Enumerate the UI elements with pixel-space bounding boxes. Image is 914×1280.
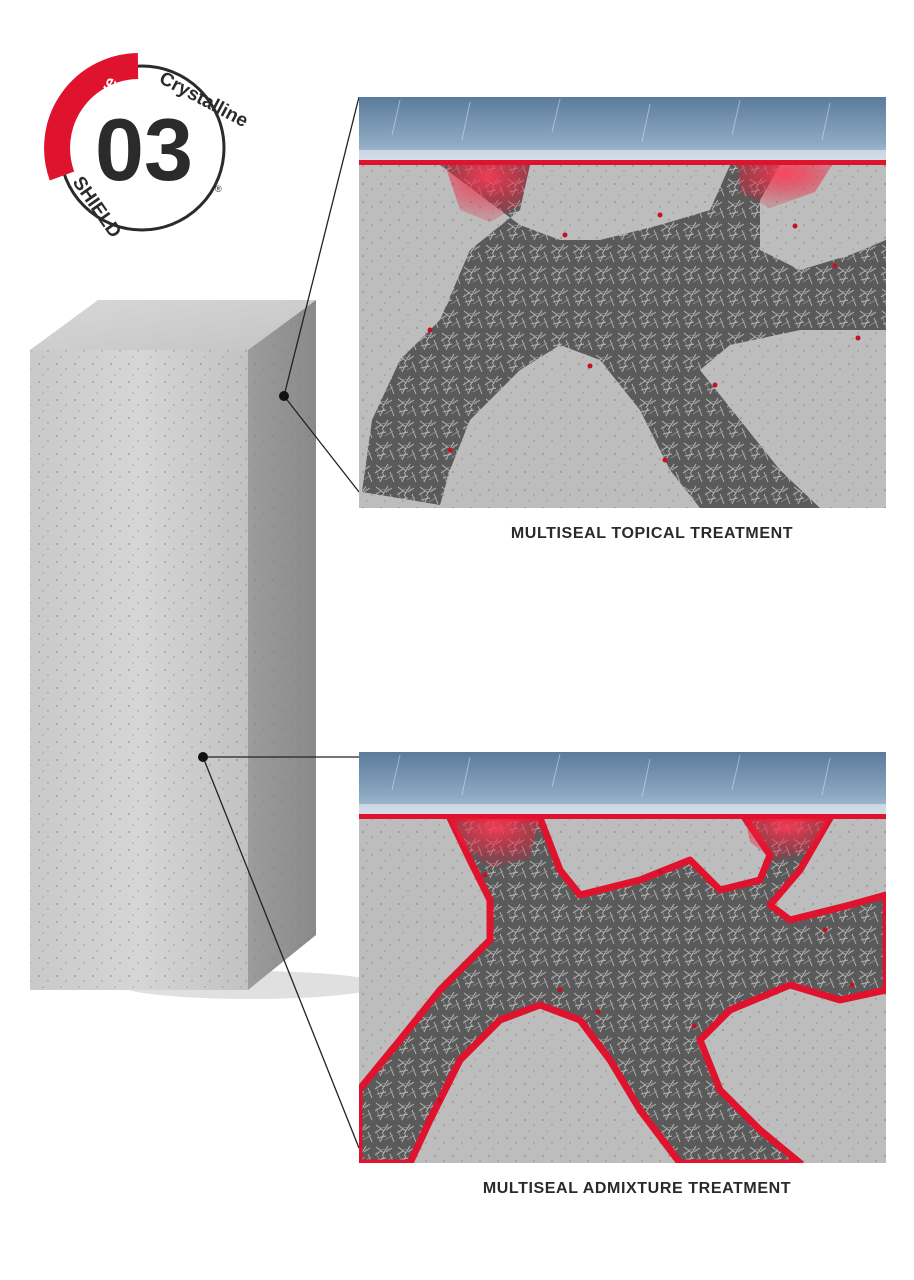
- topical-treatment-panel: [359, 97, 886, 508]
- concrete-block: [30, 300, 380, 999]
- crack-network: [362, 165, 886, 508]
- crack-network-sealed: [359, 814, 886, 1163]
- block-top-face: [30, 300, 316, 350]
- badge-red-arc: [44, 53, 139, 181]
- badge-registered-mark: ®: [215, 184, 222, 194]
- red-surface-line: [359, 160, 886, 165]
- red-penetration-right: [738, 165, 832, 208]
- admixture-treatment-caption: MULTISEAL ADMIXTURE TREATMENT: [483, 1180, 791, 1197]
- callout-dot-top: [279, 391, 289, 401]
- shield-adaptive-crystalline-badge: 03 Adaptive Crystalline SHIELD ®: [44, 53, 251, 242]
- callout-lines: [202, 96, 360, 1149]
- badge-number: 03: [95, 100, 193, 199]
- red-penetration-left: [445, 165, 530, 222]
- admixture-treatment-panel: [359, 752, 886, 1163]
- red-surface-line: [359, 814, 886, 819]
- callout-dot-bottom: [198, 752, 208, 762]
- topical-treatment-caption: MULTISEAL TOPICAL TREATMENT: [511, 525, 793, 542]
